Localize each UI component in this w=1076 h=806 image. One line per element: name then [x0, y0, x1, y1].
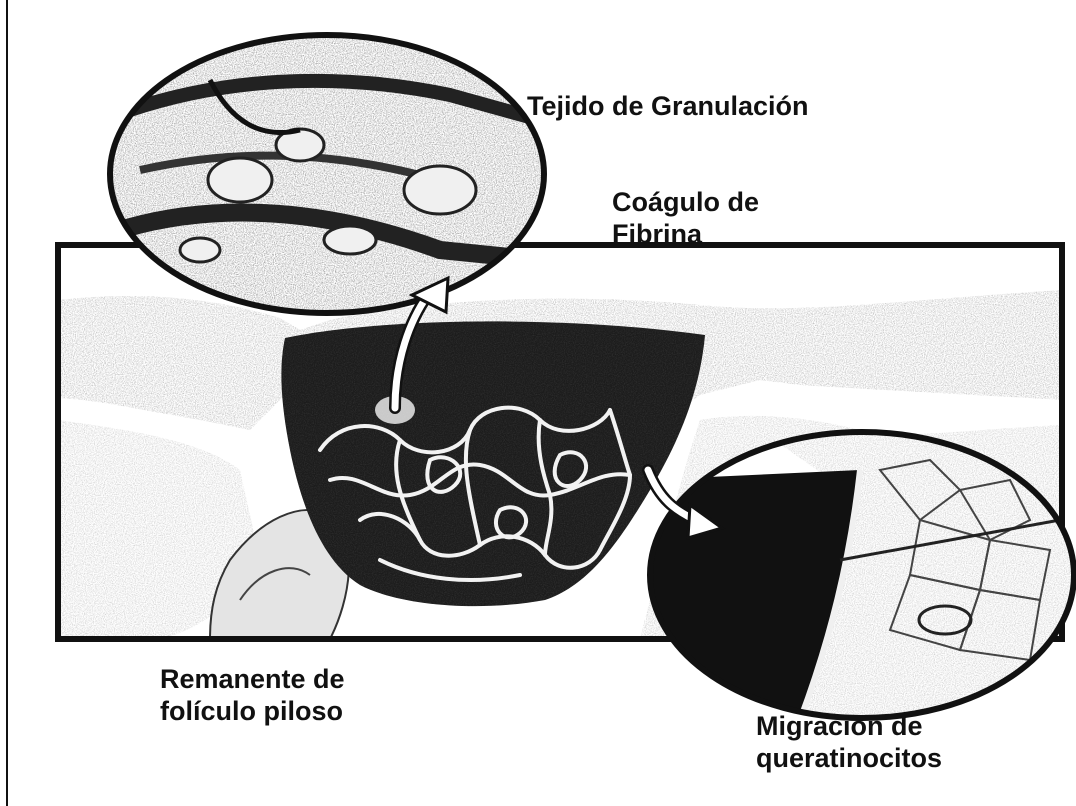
keratinocyte-line2: queratinocitos	[756, 742, 942, 774]
keratinocyte-migration-inset	[645, 430, 1075, 720]
fibrin-clot-line1: Coágulo de	[612, 186, 759, 218]
keratinocyte-label: Migración de queratinocitos	[756, 710, 942, 774]
fibrin-clot-label: Coágulo de Fibrina	[612, 186, 759, 250]
fibrin-clot-line2: Fibrina	[612, 218, 759, 250]
hair-follicle-line1: Remanente de	[160, 663, 345, 695]
granulation-tissue-text: Tejido de Granulación	[527, 90, 809, 122]
granulation-tissue-label: Tejido de Granulación	[527, 90, 809, 122]
hair-follicle-label: Remanente de folículo piloso	[160, 663, 345, 727]
keratinocyte-line1: Migración de	[756, 710, 942, 742]
hair-follicle-line2: folículo piloso	[160, 695, 345, 727]
